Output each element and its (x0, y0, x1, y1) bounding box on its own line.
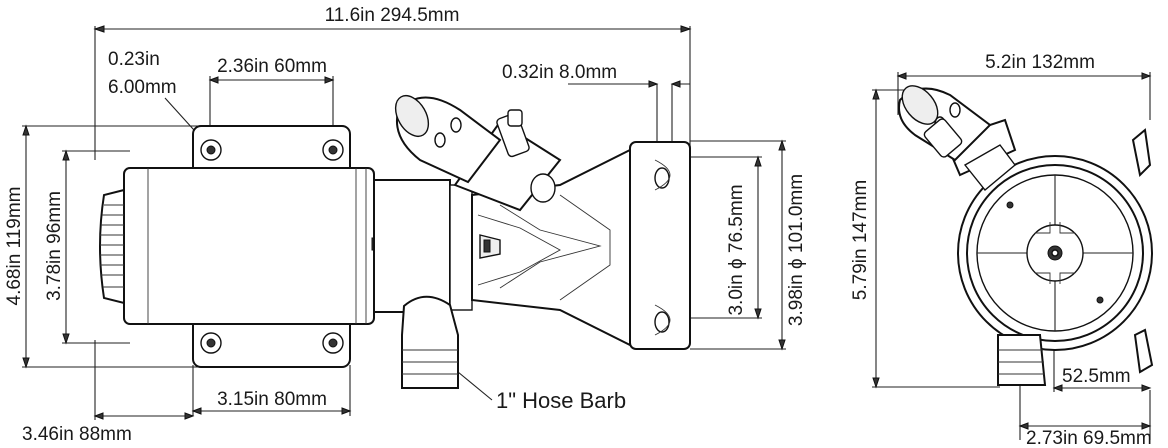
mounting-bolt-icon (200, 139, 344, 354)
label-bore-outer-in: 3.98in (786, 274, 807, 326)
dimension-labels: 11.6in 294.5mm 0.23in 6.00mm 2.36in 60mm… (4, 5, 1152, 448)
label-base-depth: 3.46in 88mm (22, 424, 132, 445)
label-flange-thickness: 0.32in 8.0mm (502, 62, 617, 83)
side-hose-barb (997, 334, 1047, 386)
label-base-height: 4.68in 119mm (4, 187, 25, 306)
motor-body (123, 167, 375, 325)
label-side-depth: 2.73in 69.5mm (1026, 428, 1152, 448)
outlet-flange (629, 141, 691, 350)
label-bore-inner-in: 3.0in (726, 274, 747, 315)
label-bore-outer-mm: ϕ 101.0mm (786, 174, 807, 269)
pump-side-view (872, 72, 1154, 440)
label-overall-length: 11.6in 294.5mm (325, 5, 460, 26)
label-bore-outer: 3.98in ϕ 101.0mm (786, 174, 807, 326)
label-side-width: 5.2in 132mm (985, 52, 1095, 73)
pump-front-view (99, 95, 691, 389)
coupling-section (373, 179, 451, 313)
label-side-offset: 52.5mm (1062, 366, 1131, 387)
label-hose-barb: 1" Hose Barb (496, 388, 626, 413)
label-side-height: 5.79in 147mm (850, 180, 871, 300)
label-bore-inner-mm: ϕ 76.5mm (726, 184, 747, 269)
label-bolt-hole-mm: 6.00mm (108, 77, 177, 98)
label-bolt-spacing-top: 2.36in 60mm (217, 56, 327, 77)
front-dimension-lines (22, 25, 786, 420)
side-inlet-barb (898, 85, 1017, 191)
inlet-barb (394, 95, 562, 212)
hose-barb (401, 295, 459, 389)
label-bolt-hole-in: 0.23in (108, 49, 160, 70)
motor-end-cap (99, 188, 125, 305)
label-body-height: 3.78in 96mm (44, 191, 65, 301)
label-bolt-spacing-bottom: 3.15in 80mm (217, 389, 327, 410)
label-bore-inner: 3.0in ϕ 76.5mm (726, 184, 747, 315)
